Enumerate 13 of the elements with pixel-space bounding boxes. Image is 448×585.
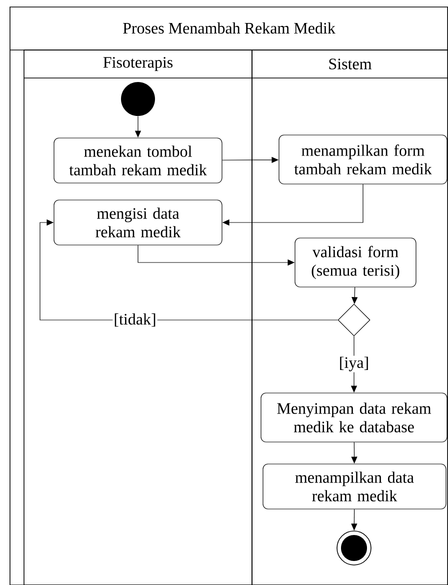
diagram-title: Proses Menambah Rekam Medik [123, 22, 336, 34]
action-box: menampilkan data rekam medik [262, 464, 446, 510]
action-box: validasi form (semua terisi) [294, 238, 416, 288]
decision-diamond [338, 304, 370, 336]
action-box: menekan tombol tambah rekam medik [54, 138, 222, 184]
action-box: Menyimpan data rekam medik ke database [260, 392, 448, 442]
edge-label: [iya] [338, 356, 370, 372]
action-box: mengisi data rekam medik [54, 200, 222, 246]
action-box: menampilkan form tambah rekam medik [278, 134, 448, 184]
arrow [40, 219, 338, 320]
edge-label: [tidak] [112, 312, 158, 328]
start-node [121, 82, 155, 116]
end-node [336, 530, 372, 566]
